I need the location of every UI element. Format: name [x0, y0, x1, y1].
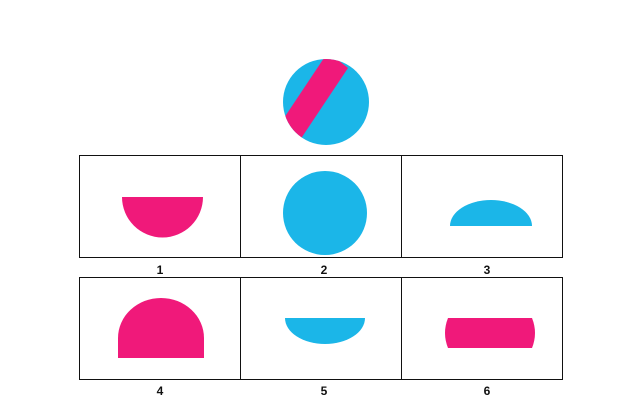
option-3-shape	[450, 200, 532, 226]
option-5-shape	[285, 318, 365, 344]
option-label-5: 5	[320, 384, 328, 398]
option-label-4: 4	[156, 384, 164, 398]
option-label-1: 1	[156, 263, 164, 277]
option-panel-4[interactable]	[79, 277, 241, 380]
option-4-shape	[118, 298, 204, 358]
option-2-shape	[283, 171, 367, 255]
option-label-3: 3	[483, 263, 491, 277]
option-panel-6[interactable]	[401, 277, 563, 380]
option-panel-2[interactable]	[240, 155, 402, 258]
option-1-shape	[122, 197, 203, 238]
option-panel-3[interactable]	[401, 155, 563, 258]
question-diagonal-band	[283, 59, 348, 140]
option-6-shape	[445, 318, 535, 348]
option-panel-5[interactable]	[240, 277, 402, 380]
option-label-6: 6	[483, 384, 491, 398]
question-figure	[283, 59, 369, 145]
option-panel-1[interactable]	[79, 155, 241, 258]
option-label-2: 2	[320, 263, 328, 277]
